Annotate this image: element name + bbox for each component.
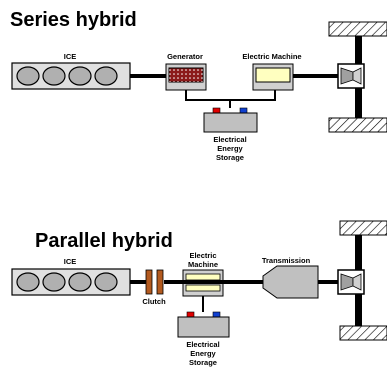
series-motor-winding <box>255 67 291 83</box>
series-electric-machine: Electric Machine <box>242 52 302 91</box>
parallel-electric-machine-label-2: Machine <box>188 260 218 269</box>
series-wheel-top-tread <box>329 22 387 36</box>
parallel-battery-body <box>177 316 230 338</box>
parallel-storage-label-1: Electrical <box>186 340 219 349</box>
series-storage-label-1: Electrical <box>213 135 246 144</box>
parallel-hybrid-section: Parallel hybrid ICE Clutch Electric Mach… <box>11 220 387 367</box>
parallel-motor-winding-top <box>185 273 221 281</box>
parallel-wheel-top-tread <box>340 221 387 235</box>
clutch-plate-left <box>145 269 153 295</box>
series-hybrid-section: Series hybrid ICE Generator Electric Mac… <box>10 9 387 162</box>
parallel-clutch: Clutch <box>142 269 166 306</box>
series-generator-label: Generator <box>167 52 203 61</box>
parallel-hybrid-title: Parallel hybrid <box>35 230 173 252</box>
parallel-axle-assembly <box>337 220 387 341</box>
series-battery-negative-terminal <box>239 107 248 114</box>
series-storage-label-3: Storage <box>216 153 244 162</box>
parallel-storage-label-3: Storage <box>189 358 217 367</box>
series-battery-positive-terminal <box>212 107 221 114</box>
series-hybrid-title: Series hybrid <box>10 9 137 31</box>
cylinder-3 <box>68 272 92 292</box>
series-generator-texture <box>169 68 203 82</box>
cylinder-2 <box>42 272 66 292</box>
series-battery-body <box>203 112 258 133</box>
parallel-battery-negative-terminal <box>212 311 221 318</box>
series-wheel-bottom-tread <box>329 118 387 132</box>
series-electrical-wire <box>185 90 276 101</box>
series-ice: ICE <box>11 52 131 90</box>
parallel-motor-winding-bottom <box>185 284 221 292</box>
cylinder-3 <box>68 66 92 86</box>
transmission-housing <box>262 265 319 299</box>
parallel-electric-machine-label-1: Electric <box>189 251 216 260</box>
cylinder-4 <box>94 66 118 86</box>
parallel-wheel-bottom-tread <box>340 326 387 340</box>
cylinder-2 <box>42 66 66 86</box>
parallel-storage-label-2: Energy <box>190 349 216 358</box>
parallel-ice: ICE <box>11 257 131 296</box>
series-generator: Generator <box>165 52 207 91</box>
parallel-ice-label: ICE <box>64 257 77 266</box>
series-ice-label: ICE <box>64 52 77 61</box>
cylinder-1 <box>16 272 40 292</box>
parallel-electric-machine: Electric Machine <box>182 251 224 297</box>
series-differential-gear-right <box>352 67 362 85</box>
cylinder-4 <box>94 272 118 292</box>
parallel-battery: Electrical Energy Storage <box>177 311 230 367</box>
parallel-differential-gear-right <box>352 273 362 291</box>
series-storage-label-2: Energy <box>217 144 243 153</box>
clutch-label: Clutch <box>142 297 166 306</box>
transmission-label: Transmission <box>262 256 311 265</box>
series-electric-machine-label: Electric Machine <box>242 52 301 61</box>
series-axle-assembly <box>328 21 387 133</box>
cylinder-1 <box>16 66 40 86</box>
clutch-plate-right <box>156 269 164 295</box>
parallel-battery-positive-terminal <box>186 311 195 318</box>
parallel-transmission: Transmission <box>262 256 319 299</box>
series-battery: Electrical Energy Storage <box>203 107 258 162</box>
